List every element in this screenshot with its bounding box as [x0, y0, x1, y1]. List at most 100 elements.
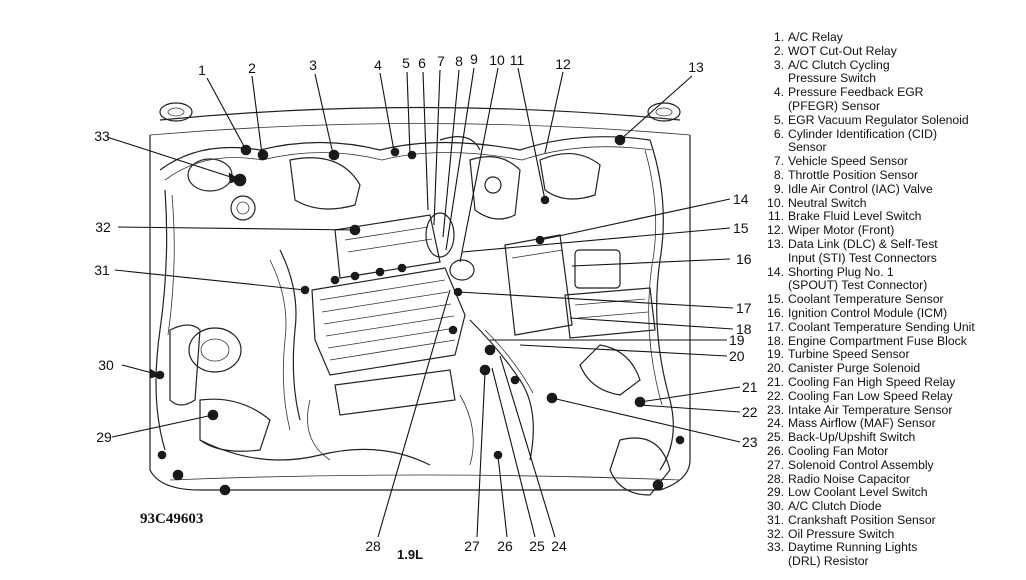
legend-item: 29.Low Coolant Level Switch [767, 485, 928, 500]
legend-item: 24.Mass Airflow (MAF) Sensor [767, 416, 936, 431]
legend-item: 19.Turbine Speed Sensor [767, 347, 910, 362]
leader-18 [569, 317, 734, 330]
leader-22 [639, 404, 741, 413]
legend-item-continuation: Sensor [788, 140, 827, 155]
callout-8: 8 [455, 53, 463, 69]
leader-33 [106, 136, 241, 181]
left-components [169, 157, 361, 452]
leader-14 [539, 198, 731, 241]
legend-item: 17.Coolant Temperature Sending Unit [767, 319, 975, 334]
engine-bay-outline [149, 106, 691, 491]
arrowhead-30 [149, 368, 161, 379]
legend-item: 11.Brake Fluid Level Switch [767, 209, 922, 224]
legend-item: 27.Solenoid Control Assembly [767, 457, 934, 472]
engine-block [307, 214, 474, 466]
intake-assembly [425, 136, 521, 281]
legend-item: 13.Data Link (DLC) & Self-Test [767, 236, 938, 251]
callout-9: 9 [470, 51, 478, 67]
leader-7 [433, 69, 441, 226]
callout-7: 7 [437, 53, 445, 69]
legend-item-continuation: (PFEGR) Sensor [788, 98, 881, 113]
callout-1: 1 [198, 62, 206, 78]
legend-item: 22.Cooling Fan Low Speed Relay [767, 388, 953, 403]
leader-1 [206, 77, 247, 151]
legend-item: 31.Crankshaft Position Sensor [767, 512, 936, 527]
callout-25: 25 [529, 538, 545, 554]
leader-20 [519, 344, 728, 357]
callout-19: 19 [729, 332, 745, 348]
callout-10: 10 [489, 52, 505, 68]
callout-12: 12 [555, 56, 571, 72]
callout-17: 17 [736, 300, 752, 316]
callout-24: 24 [551, 538, 567, 554]
wiring-harness [155, 136, 674, 471]
callout-33: 33 [94, 128, 110, 144]
callout-18: 18 [736, 321, 752, 337]
callout-31: 31 [94, 262, 110, 278]
leader-6 [422, 71, 429, 211]
callout-21: 21 [742, 379, 758, 395]
legend-item: 32.Oil Pressure Switch [767, 526, 895, 541]
callout-5: 5 [402, 55, 410, 71]
legend-item: 4.Pressure Feedback EGR [773, 85, 924, 100]
legend-item: 16.Ignition Control Module (ICM) [767, 305, 948, 320]
leader-31 [114, 269, 306, 291]
legend-item: 6.Cylinder Identification (CID) [773, 126, 938, 141]
leader-2 [251, 75, 263, 155]
leader-17 [457, 291, 734, 309]
callout-3: 3 [309, 57, 317, 73]
leader-5 [406, 71, 411, 155]
callout-13: 13 [688, 59, 704, 75]
figure-code: 93C49603 [140, 511, 204, 527]
legend-item: 10.Neutral Switch [767, 195, 867, 210]
leader-9 [445, 67, 475, 251]
legend-item: 26.Cooling Fan Motor [767, 443, 889, 458]
legend-item: 2.WOT Cut-Out Relay [773, 43, 897, 58]
legend-item-continuation: Input (STI) Test Connectors [788, 250, 937, 265]
legend-item: 3.A/C Clutch Cycling [773, 57, 890, 72]
legend-item: 12.Wiper Motor (Front) [767, 223, 895, 238]
legend-item: 23.Intake Air Temperature Sensor [767, 402, 953, 417]
legend-item: 20.Canister Purge Solenoid [767, 361, 921, 376]
leader-27 [476, 371, 486, 538]
leader-25 [491, 367, 536, 538]
callout-4: 4 [374, 57, 382, 73]
legend-item: 9.Idle Air Control (IAC) Valve [773, 181, 933, 196]
callout-11: 11 [510, 52, 525, 68]
callout-15: 15 [733, 220, 749, 236]
engine-size-label: 1.9L [397, 547, 424, 562]
callout-16: 16 [736, 251, 752, 267]
strut-towers [159, 102, 681, 122]
leader-11 [517, 67, 546, 201]
callout-32: 32 [95, 219, 111, 235]
legend-item-continuation: (DRL) Resistor [788, 554, 869, 569]
legend-item: 8.Throttle Position Sensor [773, 167, 919, 182]
legend-item: 7.Vehicle Speed Sensor [773, 154, 908, 169]
leader-15 [461, 227, 731, 253]
arrowhead-33 [228, 172, 241, 184]
leader-21 [639, 386, 741, 403]
legend-item: 25.Back-Up/Upshift Switch [767, 430, 916, 445]
component-legend: 1.A/C Relay 2.WOT Cut-Out Relay 3.A/C Cl… [760, 30, 1022, 569]
callout-20: 20 [729, 348, 745, 364]
legend-item: 14.Shorting Plug No. 1 [767, 264, 894, 279]
callout-26: 26 [497, 538, 513, 554]
leader-lines [106, 67, 741, 538]
leader-13 [619, 75, 693, 141]
legend-item: 28.Radio Noise Capacitor [767, 471, 910, 486]
leader-3 [314, 73, 334, 155]
callout-27: 27 [464, 538, 480, 554]
leader-4 [379, 72, 395, 152]
connector-plugs [155, 134, 685, 496]
callout-numbers: 1 2 3 4 5 6 7 8 9 10 11 12 13 14 15 16 1… [94, 51, 758, 554]
leader-24 [499, 355, 556, 538]
callout-30: 30 [98, 357, 114, 373]
legend-item: 21.Cooling Fan High Speed Relay [767, 374, 956, 389]
legend-item: 1.A/C Relay [773, 30, 843, 44]
legend-item: 30.A/C Clutch Diode [767, 499, 882, 514]
leader-10 [459, 67, 499, 263]
legend-item-continuation: Pressure Switch [788, 71, 877, 86]
legend-item-continuation: (SPOUT) Test Connector) [788, 278, 928, 293]
